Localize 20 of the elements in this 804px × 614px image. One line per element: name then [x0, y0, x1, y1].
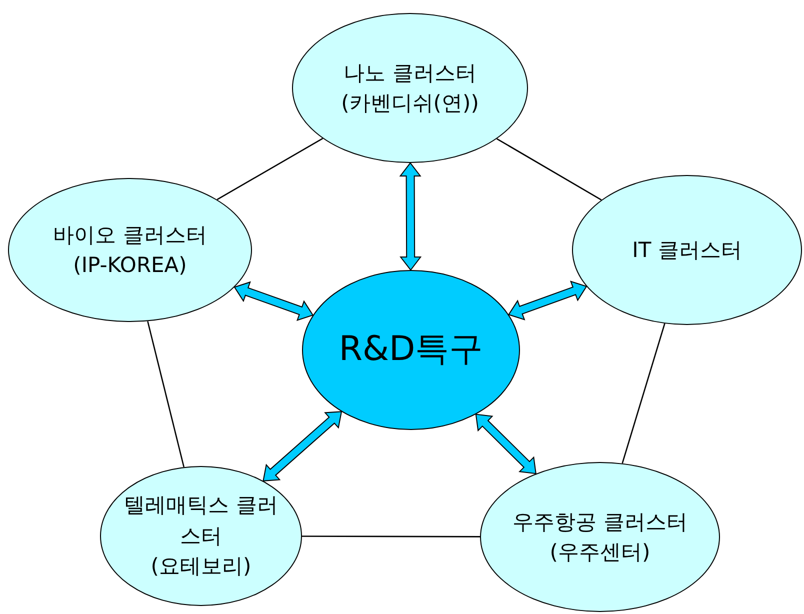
node-label: (요테보리): [150, 553, 252, 580]
double-block-arrow: [399, 162, 422, 271]
double-block-arrow: [262, 411, 342, 482]
node-label: 나노 클러스터: [342, 60, 478, 87]
node-label: 바이오 클러스터: [52, 222, 208, 249]
node-label: R&D특구: [338, 328, 484, 372]
connector-line: [622, 323, 666, 464]
double-block-arrow: [475, 414, 536, 474]
node-label: 우주항공 클러스터: [512, 508, 688, 536]
node-label: (IP-KOREA): [72, 252, 188, 279]
connector-line: [216, 138, 324, 200]
node-label: (우주센터): [548, 539, 652, 566]
double-block-arrow: [508, 280, 588, 320]
connector-line: [302, 536, 480, 538]
node-label: (카벤디쉬(연)): [340, 90, 480, 117]
node-label: IT 클러스터: [631, 236, 743, 264]
node-label: 텔레매틱스 클러스터: [123, 492, 279, 550]
connector-line: [147, 321, 184, 468]
double-block-arrow: [234, 281, 314, 321]
connector-line: [496, 138, 602, 200]
